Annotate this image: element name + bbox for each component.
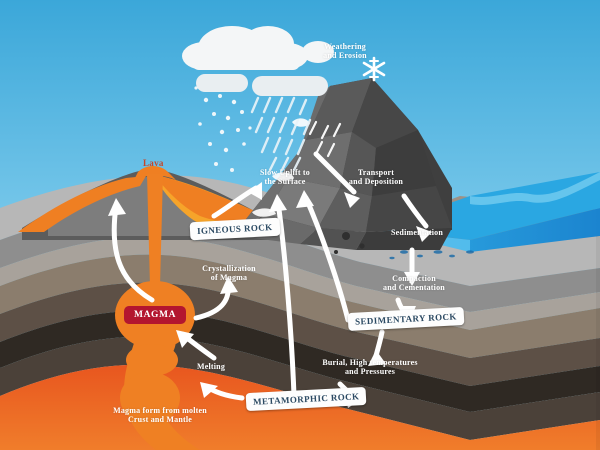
cloud-lower-slab-left — [196, 74, 248, 92]
volcano-summit — [134, 166, 176, 180]
mountain-facet-8 — [366, 186, 452, 232]
section-right-face — [596, 236, 600, 450]
arrow-weathering-to-transport — [313, 151, 357, 195]
mountain-facet-10 — [300, 228, 366, 250]
volcano-conduit — [147, 174, 163, 286]
label-transport-deposition: Transport and Deposition — [348, 168, 404, 187]
mountain-facet-1 — [306, 78, 372, 140]
label-sedimentation: Sedimentation — [391, 228, 443, 237]
mountain-facet-5 — [372, 130, 436, 196]
label-slow-uplift: Slow Uplift to the Surface — [260, 168, 310, 187]
arrow-heads — [108, 182, 432, 408]
label-lava: Lava — [143, 158, 164, 168]
arrow-transport-to-sedimentation — [401, 193, 429, 229]
head-melting-magma — [176, 330, 194, 348]
rain-streaks — [250, 96, 312, 172]
boulder-1 — [342, 232, 350, 240]
head-transport-sediment — [416, 226, 432, 242]
cloud-cluster — [182, 26, 334, 96]
label-crystallization-of-magma: Crystallization of Magma — [202, 264, 256, 283]
arrow-uplift-metamorphic — [275, 199, 297, 399]
label-weathering-erosion: Weathering and Erosion — [323, 42, 367, 61]
head-sediment-compaction — [404, 272, 420, 286]
strata-gray-3 — [0, 236, 600, 330]
snowflake-icon — [362, 56, 386, 82]
mountain-facet-4 — [340, 132, 376, 196]
head-igneous-uplift — [248, 182, 262, 200]
magma-neck — [126, 344, 178, 376]
arrow-magma-to-volcano — [111, 203, 155, 303]
rock-box-magma[interactable]: MAGMA — [124, 306, 187, 324]
head-uplift-meta — [269, 194, 287, 212]
head-sed-burial — [368, 350, 386, 366]
lava-flow-left — [18, 176, 146, 232]
arrow-uplift-sedimentary — [303, 195, 351, 323]
mountain-facet-2 — [352, 78, 418, 148]
label-magma-origin: Magma form from molten Crust and Mantle — [113, 406, 207, 425]
snow-patch-2 — [272, 172, 294, 181]
cloud-base-slab — [192, 56, 300, 70]
boulder-2 — [359, 243, 365, 249]
cloud-lower-slab-right — [252, 76, 328, 96]
sediment-dots — [389, 250, 474, 260]
label-compaction-cementation: Compaction and Cementation — [383, 274, 445, 293]
head-weathering-transport — [344, 192, 360, 208]
snow-dots — [194, 86, 252, 172]
cloud-puff-5 — [302, 41, 334, 63]
head-magma-volcano — [108, 198, 126, 216]
head-crystallization — [220, 276, 238, 294]
mountain-peak-highlight — [300, 86, 330, 150]
label-burial-high-temperatures: Burial, High temperatures and Pressures — [322, 358, 418, 377]
label-melting: Melting — [196, 362, 226, 371]
magma-lower-bulb — [120, 372, 180, 424]
boulder-3 — [334, 250, 338, 254]
head-uplift-sed — [296, 190, 314, 208]
ocean-wave-edge — [470, 172, 600, 205]
head-metamorphic-melting — [200, 382, 218, 398]
lava-flow-right-hot — [160, 176, 266, 223]
